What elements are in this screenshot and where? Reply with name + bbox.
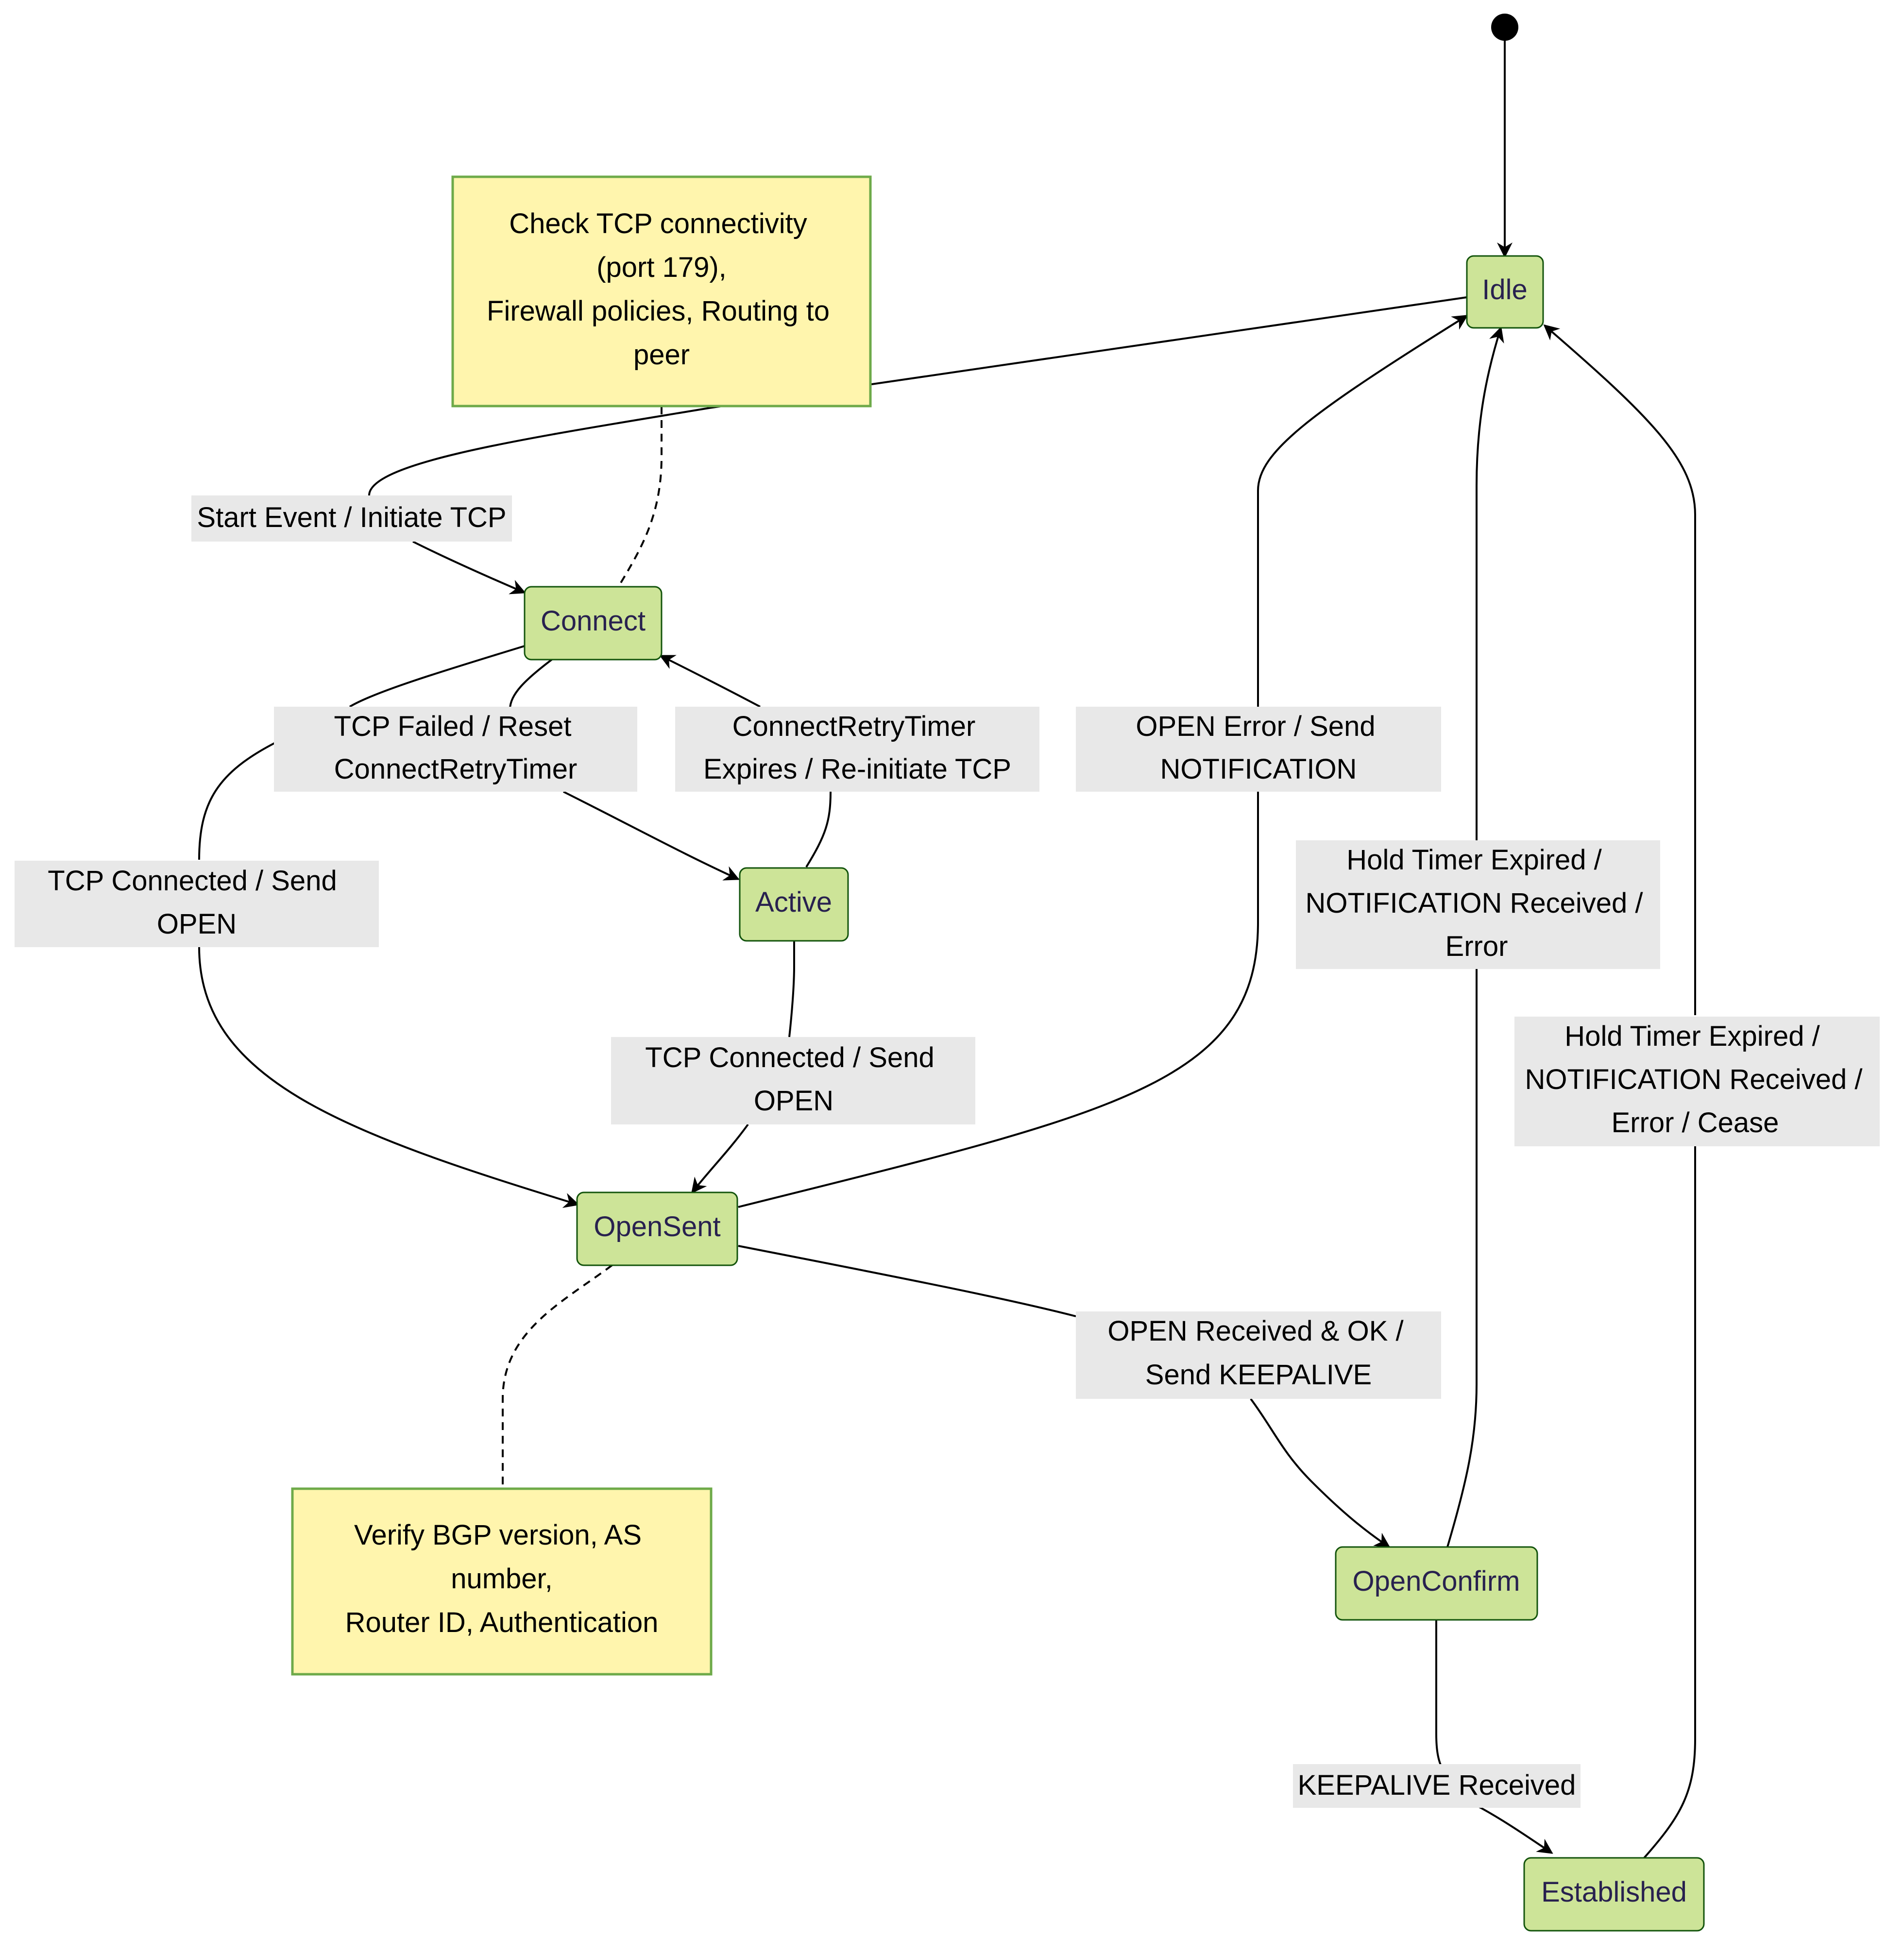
label-established-to-idle-line-2: NOTIFICATION Received / <box>1525 1064 1863 1095</box>
label-opensent-to-idle: OPEN Error / Send NOTIFICATION <box>1076 707 1441 792</box>
label-active-to-connect-line-2: Expires / Re-initiate TCP <box>703 753 1011 785</box>
label-established-to-idle-line-3: Error / Cease <box>1612 1107 1779 1139</box>
label-openconfirm-to-idle-line-1: Hold Timer Expired / <box>1346 844 1602 876</box>
label-openconfirm-to-idle-line-3: Error <box>1445 931 1508 962</box>
edge-opensent-to-openconfirm <box>738 1245 1389 1547</box>
label-connect-to-active-line-2: ConnectRetryTimer <box>334 753 578 785</box>
note-connector-connect <box>618 407 663 586</box>
label-connect-to-opensent-line-2: OPEN <box>157 908 237 940</box>
edge-established-to-idle <box>1545 325 1696 1859</box>
label-idle-to-connect-line-1: Start Event / Initiate TCP <box>197 502 506 533</box>
state-opensent[interactable]: OpenSent <box>576 1191 738 1266</box>
label-openconfirm-to-established: KEEPALIVE Received <box>1293 1764 1581 1808</box>
state-idle-label: Idle <box>1482 274 1528 306</box>
label-active-to-opensent-line-1: TCP Connected / Send <box>645 1042 934 1073</box>
edge-connect-to-active <box>509 657 738 879</box>
label-idle-to-connect: Start Event / Initiate TCP <box>191 495 512 542</box>
note-opensent-line-1: Verify BGP version, AS <box>354 1519 642 1551</box>
edge-opensent-to-idle <box>738 316 1467 1208</box>
note-connector-opensent <box>502 1264 613 1486</box>
note-connect-line-3: Firewall policies, Routing to <box>487 295 830 327</box>
label-connect-to-opensent-line-1: TCP Connected / Send <box>48 865 337 897</box>
note-opensent-line-3: Router ID, Authentication <box>345 1607 659 1638</box>
state-openconfirm[interactable]: OpenConfirm <box>1335 1546 1538 1621</box>
state-connect-label: Connect <box>541 605 646 637</box>
note-opensent-line-2: number, <box>451 1563 553 1595</box>
note-opensent: Verify BGP version, AS number, Router ID… <box>291 1487 713 1676</box>
label-opensent-to-openconfirm-line-1: OPEN Received & OK / <box>1107 1315 1404 1347</box>
label-active-to-opensent-line-2: OPEN <box>754 1085 833 1117</box>
label-active-to-connect-line-1: ConnectRetryTimer <box>732 711 976 742</box>
state-active-label: Active <box>755 886 832 918</box>
label-established-to-idle-line-1: Hold Timer Expired / <box>1564 1020 1820 1052</box>
edge-connect-to-opensent <box>198 645 578 1205</box>
label-opensent-to-idle-line-1: OPEN Error / Send <box>1136 711 1375 742</box>
label-connect-to-active: TCP Failed / Reset ConnectRetryTimer <box>274 707 637 792</box>
edge-active-to-opensent <box>692 940 795 1192</box>
state-active[interactable]: Active <box>739 867 849 942</box>
state-established-label: Established <box>1541 1876 1687 1908</box>
note-connect: Check TCP connectivity (port 179), Firew… <box>451 175 872 408</box>
edge-active-to-connect <box>661 656 832 868</box>
label-active-to-connect: ConnectRetryTimer Expires / Re-initiate … <box>675 707 1039 792</box>
edge-openconfirm-to-established <box>1435 1620 1552 1853</box>
initial-state-dot <box>1491 14 1518 41</box>
state-idle[interactable]: Idle <box>1466 255 1544 329</box>
state-opensent-label: OpenSent <box>594 1211 720 1242</box>
edge-openconfirm-to-idle <box>1446 328 1501 1547</box>
label-established-to-idle: Hold Timer Expired / NOTIFICATION Receiv… <box>1514 1017 1880 1146</box>
label-opensent-to-idle-line-2: NOTIFICATION <box>1160 753 1357 785</box>
label-openconfirm-to-idle-line-2: NOTIFICATION Received / <box>1305 887 1643 919</box>
label-openconfirm-to-idle: Hold Timer Expired / NOTIFICATION Receiv… <box>1296 840 1660 969</box>
state-established[interactable]: Established <box>1523 1857 1705 1932</box>
label-connect-to-opensent: TCP Connected / Send OPEN <box>15 861 379 947</box>
label-connect-to-active-line-1: TCP Failed / Reset <box>334 711 572 742</box>
note-connect-line-2: (port 179), <box>596 252 727 283</box>
state-connect[interactable]: Connect <box>524 586 663 661</box>
label-opensent-to-openconfirm: OPEN Received & OK / Send KEEPALIVE <box>1076 1311 1441 1399</box>
state-openconfirm-label: OpenConfirm <box>1353 1565 1520 1597</box>
label-opensent-to-openconfirm-line-2: Send KEEPALIVE <box>1145 1359 1372 1391</box>
label-active-to-opensent: TCP Connected / Send OPEN <box>611 1037 975 1124</box>
note-connect-line-4: peer <box>633 339 690 371</box>
edge-idle-to-connect <box>368 296 1467 593</box>
note-connect-line-1: Check TCP connectivity <box>509 208 807 239</box>
label-openconfirm-to-established-line-1: KEEPALIVE Received <box>1298 1769 1576 1801</box>
